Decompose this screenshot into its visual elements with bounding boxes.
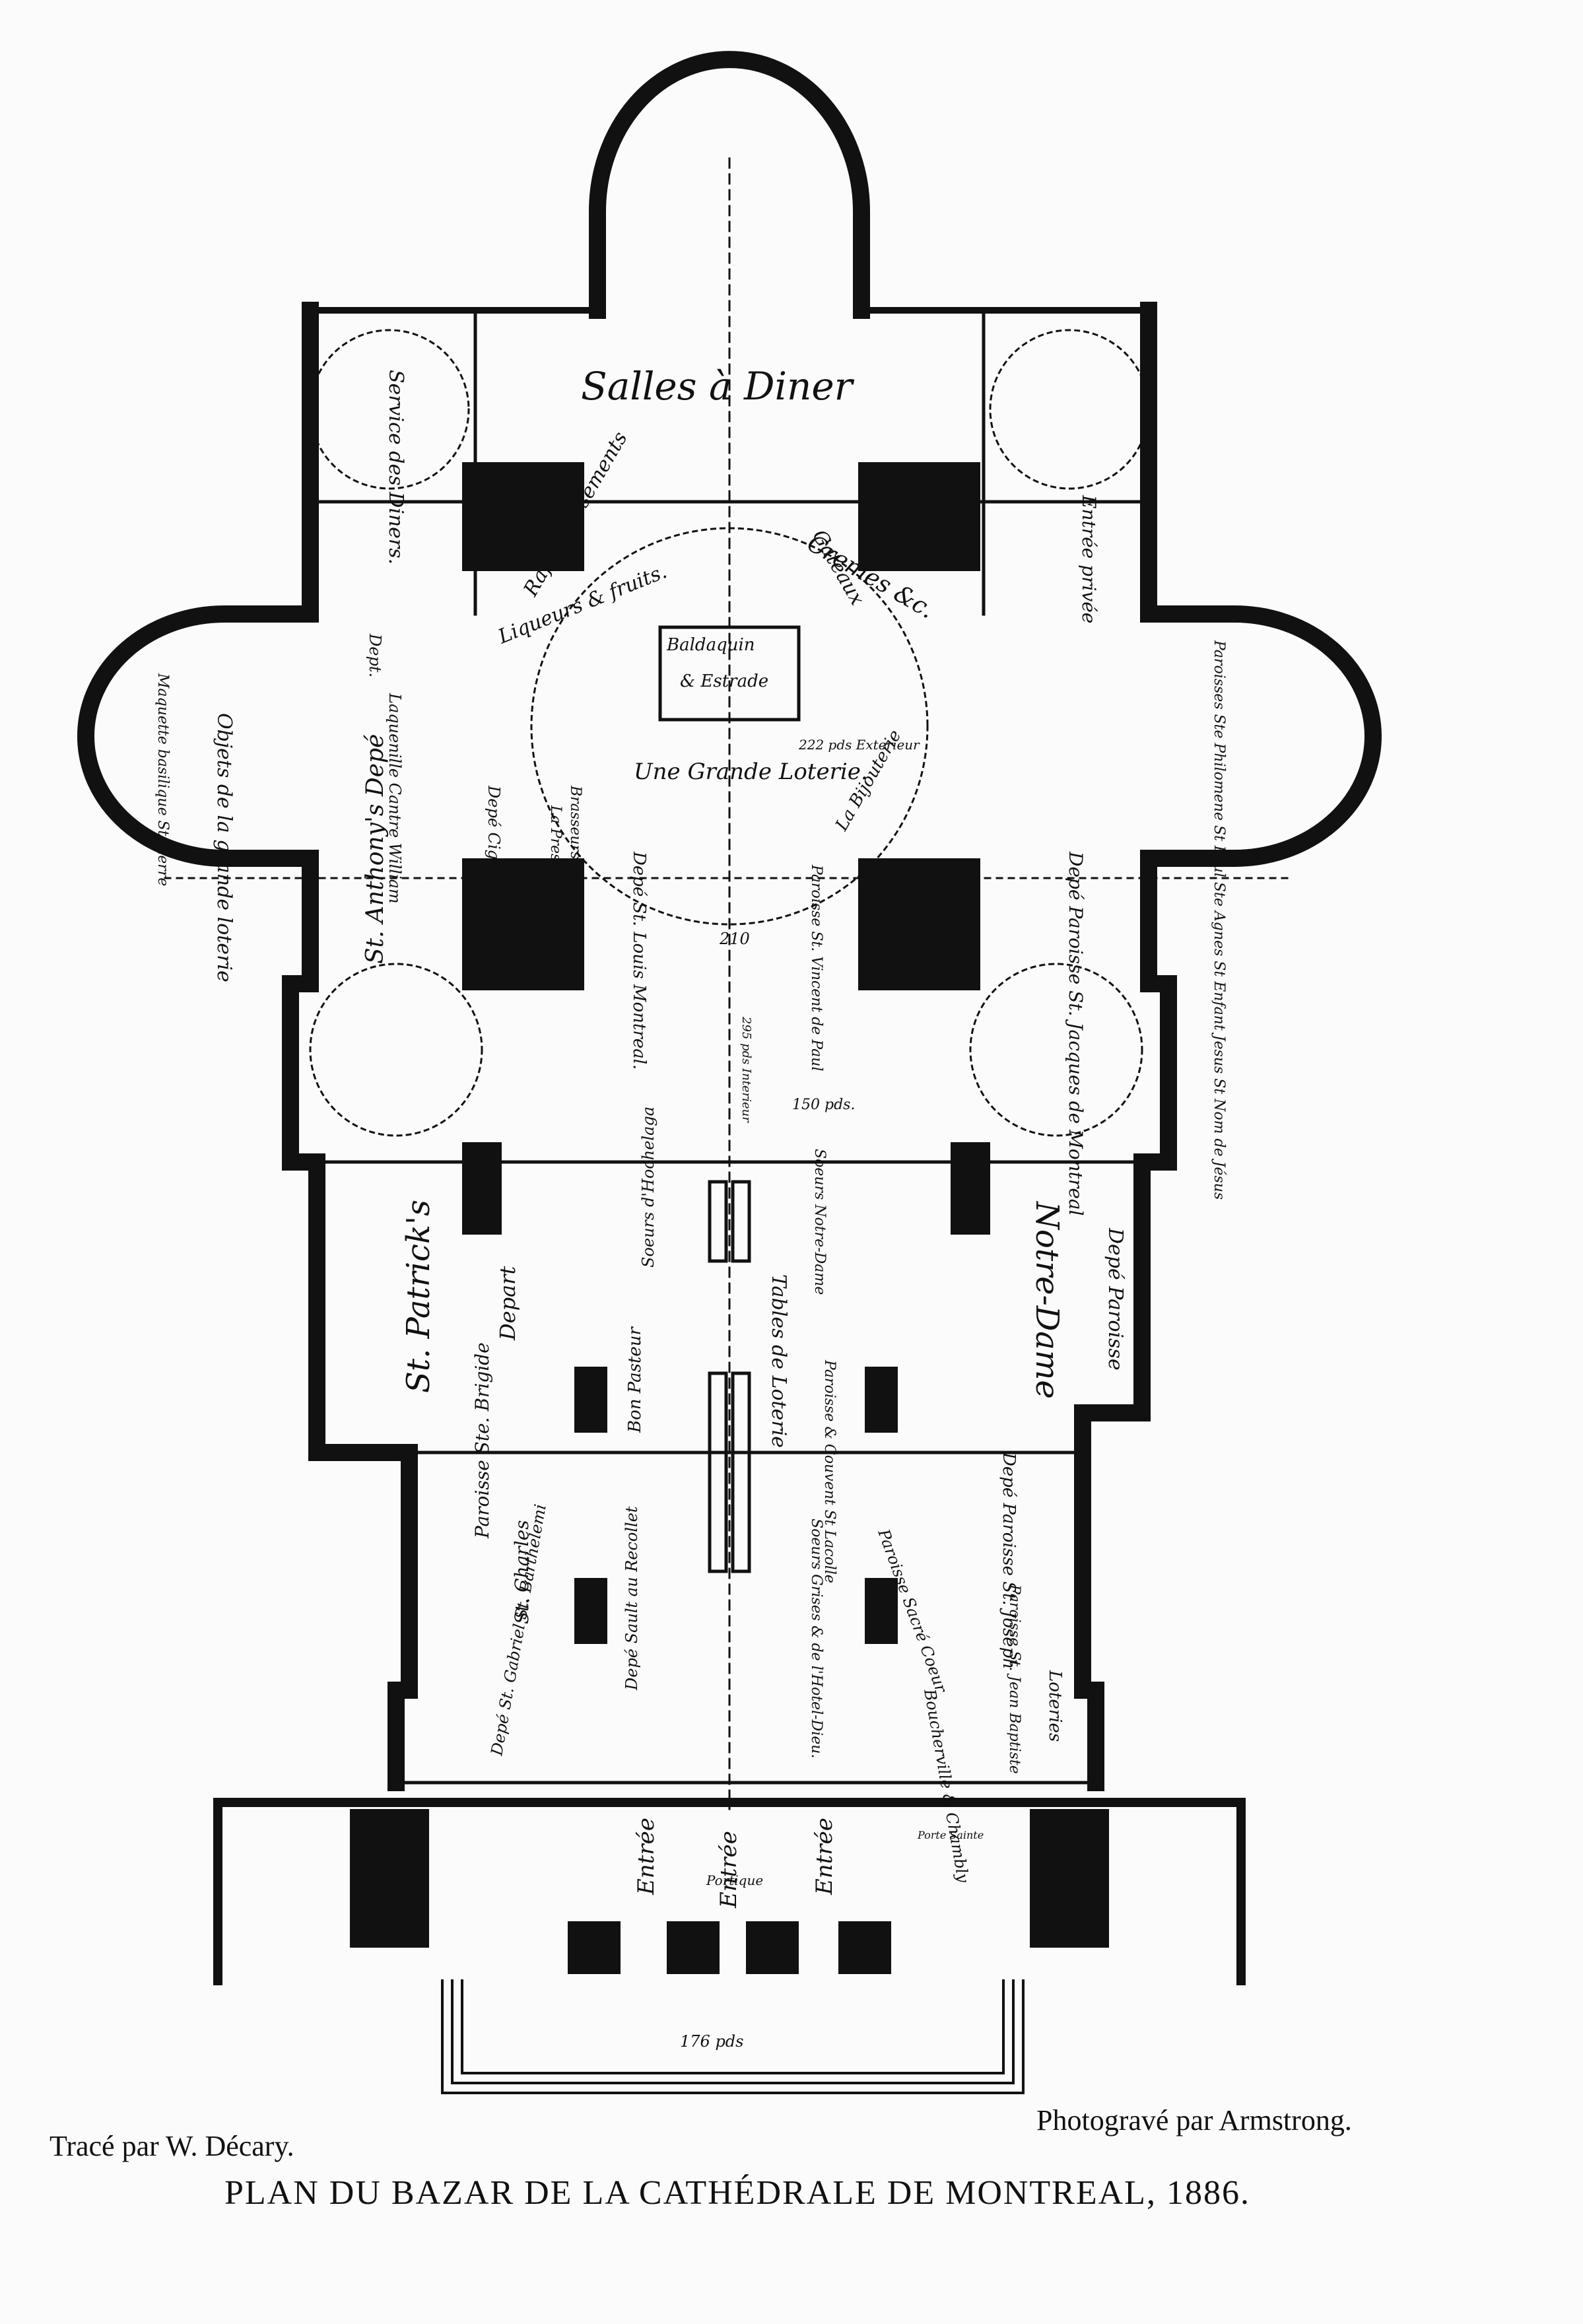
label-soeurs-hochelaga: Soeurs d'Hochelaga <box>639 1107 657 1268</box>
pier-facade-e <box>1030 1809 1109 1948</box>
apse-wall <box>589 51 870 319</box>
label-baldaquin: Baldaquin <box>666 635 755 655</box>
portico-steps <box>441 1979 1025 2094</box>
label-dept-paroisse-jacques: Depé Paroisse St. Jacques de Montreal <box>1065 851 1087 1216</box>
pier-nave-w2 <box>574 1367 607 1433</box>
label-salles-a-diner: Salles à Diner <box>581 364 855 409</box>
pier-nave-e2 <box>865 1367 898 1433</box>
label-paroisse-vincent: Paroisse St. Vincent de Paul <box>808 864 825 1072</box>
lottery-table-4 <box>731 1371 751 1573</box>
label-entree-centre: Entrée <box>716 1831 742 1909</box>
label-porte-sainte: Porte Sainte <box>917 1829 984 1841</box>
label-la-presse: La Presse <box>547 805 564 877</box>
label-largeur-176: 176 pds <box>680 2032 743 2051</box>
label-dept-st-louis: Depé St. Louis Montreal. <box>629 851 649 1070</box>
pier-portico-2 <box>667 1921 720 1974</box>
label-boucherville: Boucherville & Chambly <box>920 1687 972 1884</box>
label-paroisse-jean-baptiste: Paroisse St. Jean Baptiste <box>1006 1584 1023 1774</box>
pier-nave-w1 <box>462 1142 502 1235</box>
label-dept-paroisse: Depé Paroisse <box>1104 1227 1127 1371</box>
label-dept-sault: Depé Sault au Recollet <box>623 1506 641 1691</box>
pier-ne <box>858 462 980 571</box>
west-nave-wall <box>308 1153 418 1699</box>
pier-portico-3 <box>746 1921 799 1974</box>
east-mid-wall <box>1133 850 1177 1171</box>
lottery-table-2 <box>731 1180 751 1263</box>
label-paroisses-diverses: Paroisses Ste Philomene St Paul Ste Agne… <box>1211 640 1227 1200</box>
label-maquette-basilique: Maquette basilique St Pierre <box>154 673 171 886</box>
pier-nave-e3 <box>865 1578 898 1644</box>
furniture <box>658 625 801 1573</box>
label-hauteur-210: 210 <box>719 930 750 948</box>
lottery-table-1 <box>708 1180 728 1263</box>
label-notre-dame: Notre-Dame <box>1028 1201 1065 1399</box>
label-dept-gauche: Dept. <box>366 633 384 677</box>
east-transept-wall <box>1140 605 1382 867</box>
dome-circle-ne <box>989 329 1150 490</box>
label-portique: Portique <box>706 1872 763 1888</box>
label-dept-cigares: Depé Cigares <box>485 785 503 894</box>
east-nave-wall <box>1074 1153 1151 1699</box>
label-exterieur-222: 222 pds Exterieur <box>798 737 920 753</box>
label-laquenille-williams: Laquenille Cantre William <box>386 693 404 904</box>
pier-nw <box>462 462 584 571</box>
label-entree-privee: Entrée privée <box>1078 495 1100 623</box>
label-loterie-droite: Loteries <box>1045 1670 1065 1742</box>
pier-portico-1 <box>568 1921 621 1974</box>
label-entree-gauche: Entrée <box>633 1818 659 1896</box>
label-st-patricks: St. Patrick's <box>400 1200 437 1393</box>
label-soeurs-grises: Soeurs Grises & de l'Hotel-Dieu. <box>808 1519 825 1758</box>
label-entree-droite: Entrée <box>811 1818 838 1896</box>
pier-nave-e1 <box>951 1142 990 1235</box>
label-dept-paroisse-joseph: Depé Paroisse St. Joseph <box>999 1452 1019 1669</box>
label-paroisse-ste-brigide: Paroisse Ste. Brigide <box>471 1342 493 1539</box>
plan-walls <box>77 51 1382 2094</box>
plan-title: PLAN DU BAZAR DE LA CATHÉDRALE DE MONTRE… <box>224 2174 1250 2212</box>
label-soeurs-notre-dame: Soeurs Notre-Dame <box>811 1149 828 1295</box>
label-tables-loterie: Tables de Loterie <box>767 1274 790 1448</box>
label-st-anthonys: St. Anthony's Depé <box>362 734 389 964</box>
dome-circle-nw <box>309 329 470 490</box>
label-service-des-diners: Service des Diners. <box>384 370 407 564</box>
pier-sw <box>462 858 584 990</box>
label-depart: Depart <box>495 1266 520 1341</box>
label-largeur-150: 150 pds. <box>792 1097 855 1113</box>
west-transept-wall <box>77 605 319 867</box>
label-objets-loterie: Objets de la grande loterie <box>213 713 236 982</box>
label-grande-loterie: Une Grande Loterie. <box>634 759 868 785</box>
pier-portico-4 <box>838 1921 891 1974</box>
facade-wall <box>213 1798 1246 1985</box>
label-bon-pasteur: Bon Pasteur <box>625 1326 645 1433</box>
dome-circle-se <box>969 963 1143 1137</box>
label-brasseurs-caisse: Brasseurs & Caisse. <box>567 785 584 934</box>
label-st-charles: St. Charles <box>511 1520 533 1624</box>
dome-circle-sw <box>309 963 483 1137</box>
label-estrade: & Estrade <box>680 671 768 691</box>
west-mid-wall <box>282 850 325 1171</box>
baldaquin-platform <box>658 625 801 722</box>
lottery-table-3 <box>708 1371 728 1573</box>
pier-nave-w3 <box>574 1578 607 1644</box>
piers <box>350 462 1109 1974</box>
label-liqueurs-fruits: Liqueurs & fruits. <box>494 560 670 649</box>
label-longueur-295: 295 pds Interieur <box>739 1016 753 1123</box>
pier-se <box>858 858 980 990</box>
pier-facade-w <box>350 1809 429 1948</box>
credit-photogravure: Photogravé par Armstrong. <box>1036 2104 1352 2136</box>
label-paroisse-couvent: Paroisse & Couvent St Lacolle <box>821 1359 838 1583</box>
credit-traced-by: Tracé par W. Décary. <box>50 2130 294 2162</box>
dome-circle-crossing <box>530 527 929 926</box>
